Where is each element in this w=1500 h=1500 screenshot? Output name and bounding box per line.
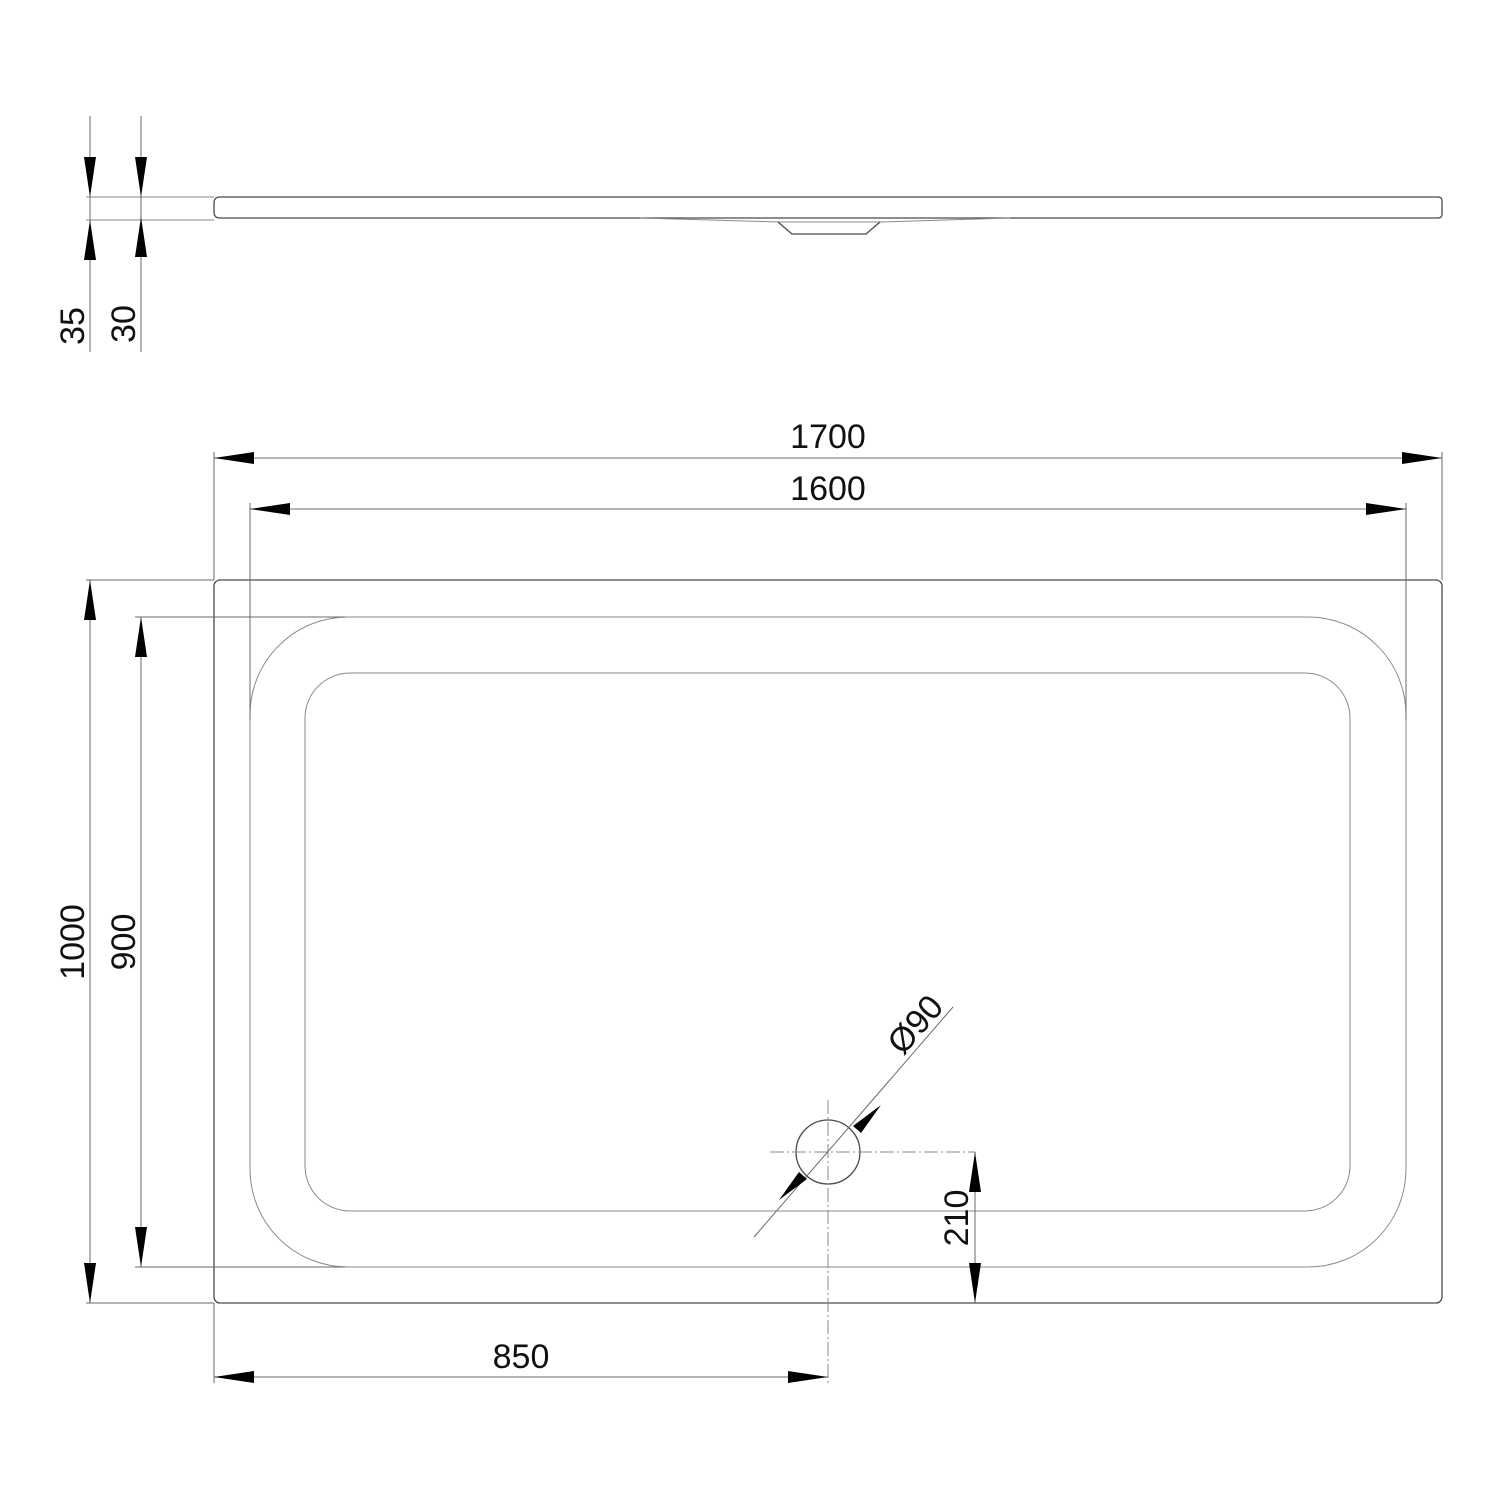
side-drain-outlet xyxy=(777,221,881,235)
arrow-35-bottom xyxy=(84,220,96,260)
arrow-35-top xyxy=(84,157,96,197)
dim-label-1000: 1000 xyxy=(54,904,92,980)
arrow-1700-right xyxy=(1402,452,1442,464)
dim-label-30: 30 xyxy=(105,305,143,343)
arrow-1600-right xyxy=(1366,503,1406,515)
side-profile-outline xyxy=(213,196,1443,219)
arrow-1000-top xyxy=(84,580,96,620)
arrow-diameter-top xyxy=(853,1105,881,1133)
arrow-diameter-bottom xyxy=(779,1172,807,1200)
dim-label-1600: 1600 xyxy=(790,470,866,508)
dim-label-35: 35 xyxy=(54,307,92,345)
arrow-1600-left xyxy=(250,503,290,515)
arrow-30-top xyxy=(135,157,147,197)
arrow-900-top xyxy=(135,617,147,657)
arrow-1000-bottom xyxy=(84,1263,96,1303)
dim-label-diameter: Ø90 xyxy=(880,988,951,1061)
dim-label-900: 900 xyxy=(105,914,143,971)
side-view: 35 30 xyxy=(54,116,1443,352)
arrow-1700-left xyxy=(214,452,254,464)
arrow-850-right xyxy=(788,1371,828,1383)
dim-line-diameter xyxy=(753,1006,954,1238)
arrow-850-left xyxy=(214,1371,254,1383)
arrow-30-bottom xyxy=(135,217,147,257)
top-view: Ø90 1700 1600 1000 900 850 xyxy=(54,418,1443,1385)
dim-label-850: 850 xyxy=(493,1338,550,1376)
arrow-900-bottom xyxy=(135,1227,147,1267)
dim-label-1700: 1700 xyxy=(790,418,866,456)
dim-label-210: 210 xyxy=(938,1190,976,1247)
arrow-210-top xyxy=(969,1152,981,1192)
side-drain-slope xyxy=(639,217,1011,223)
arrow-210-bottom xyxy=(969,1263,981,1303)
